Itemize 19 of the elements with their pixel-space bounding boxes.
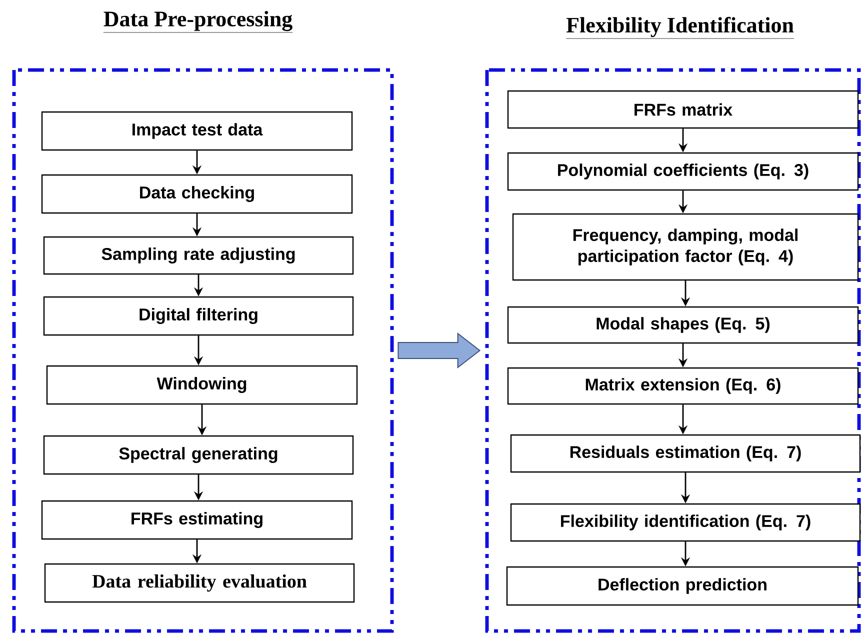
process-box: Digital filtering (43, 296, 354, 336)
process-box: Residuals estimation (Eq. 7) (510, 434, 861, 473)
process-box: Matrix extension (Eq. 6) (507, 367, 859, 405)
block-arrow (398, 332, 481, 369)
section-heading: Data Pre-processing (103, 10, 293, 33)
process-box: Spectral generating (43, 435, 354, 475)
process-box: Sampling rate adjusting (43, 236, 354, 275)
process-box: FRFs estimating (41, 500, 353, 540)
process-box: Data reliability evaluation (44, 563, 355, 603)
process-box: Modal shapes (Eq. 5) (507, 306, 859, 344)
process-box: Deflection prediction (506, 566, 859, 606)
process-box: FRFs matrix (507, 90, 859, 129)
process-box: Windowing (46, 365, 358, 405)
process-box: Flexibility identification (Eq. 7) (510, 503, 861, 542)
section-heading: Flexibility Identification (566, 16, 794, 39)
process-box: Polynomial coefficients (Eq. 3) (507, 152, 859, 191)
process-box: Frequency, damping, modal participation factor (Eq. 4) (512, 213, 859, 281)
process-box: Data checking (41, 174, 353, 214)
process-box: Impact test data (41, 111, 353, 151)
